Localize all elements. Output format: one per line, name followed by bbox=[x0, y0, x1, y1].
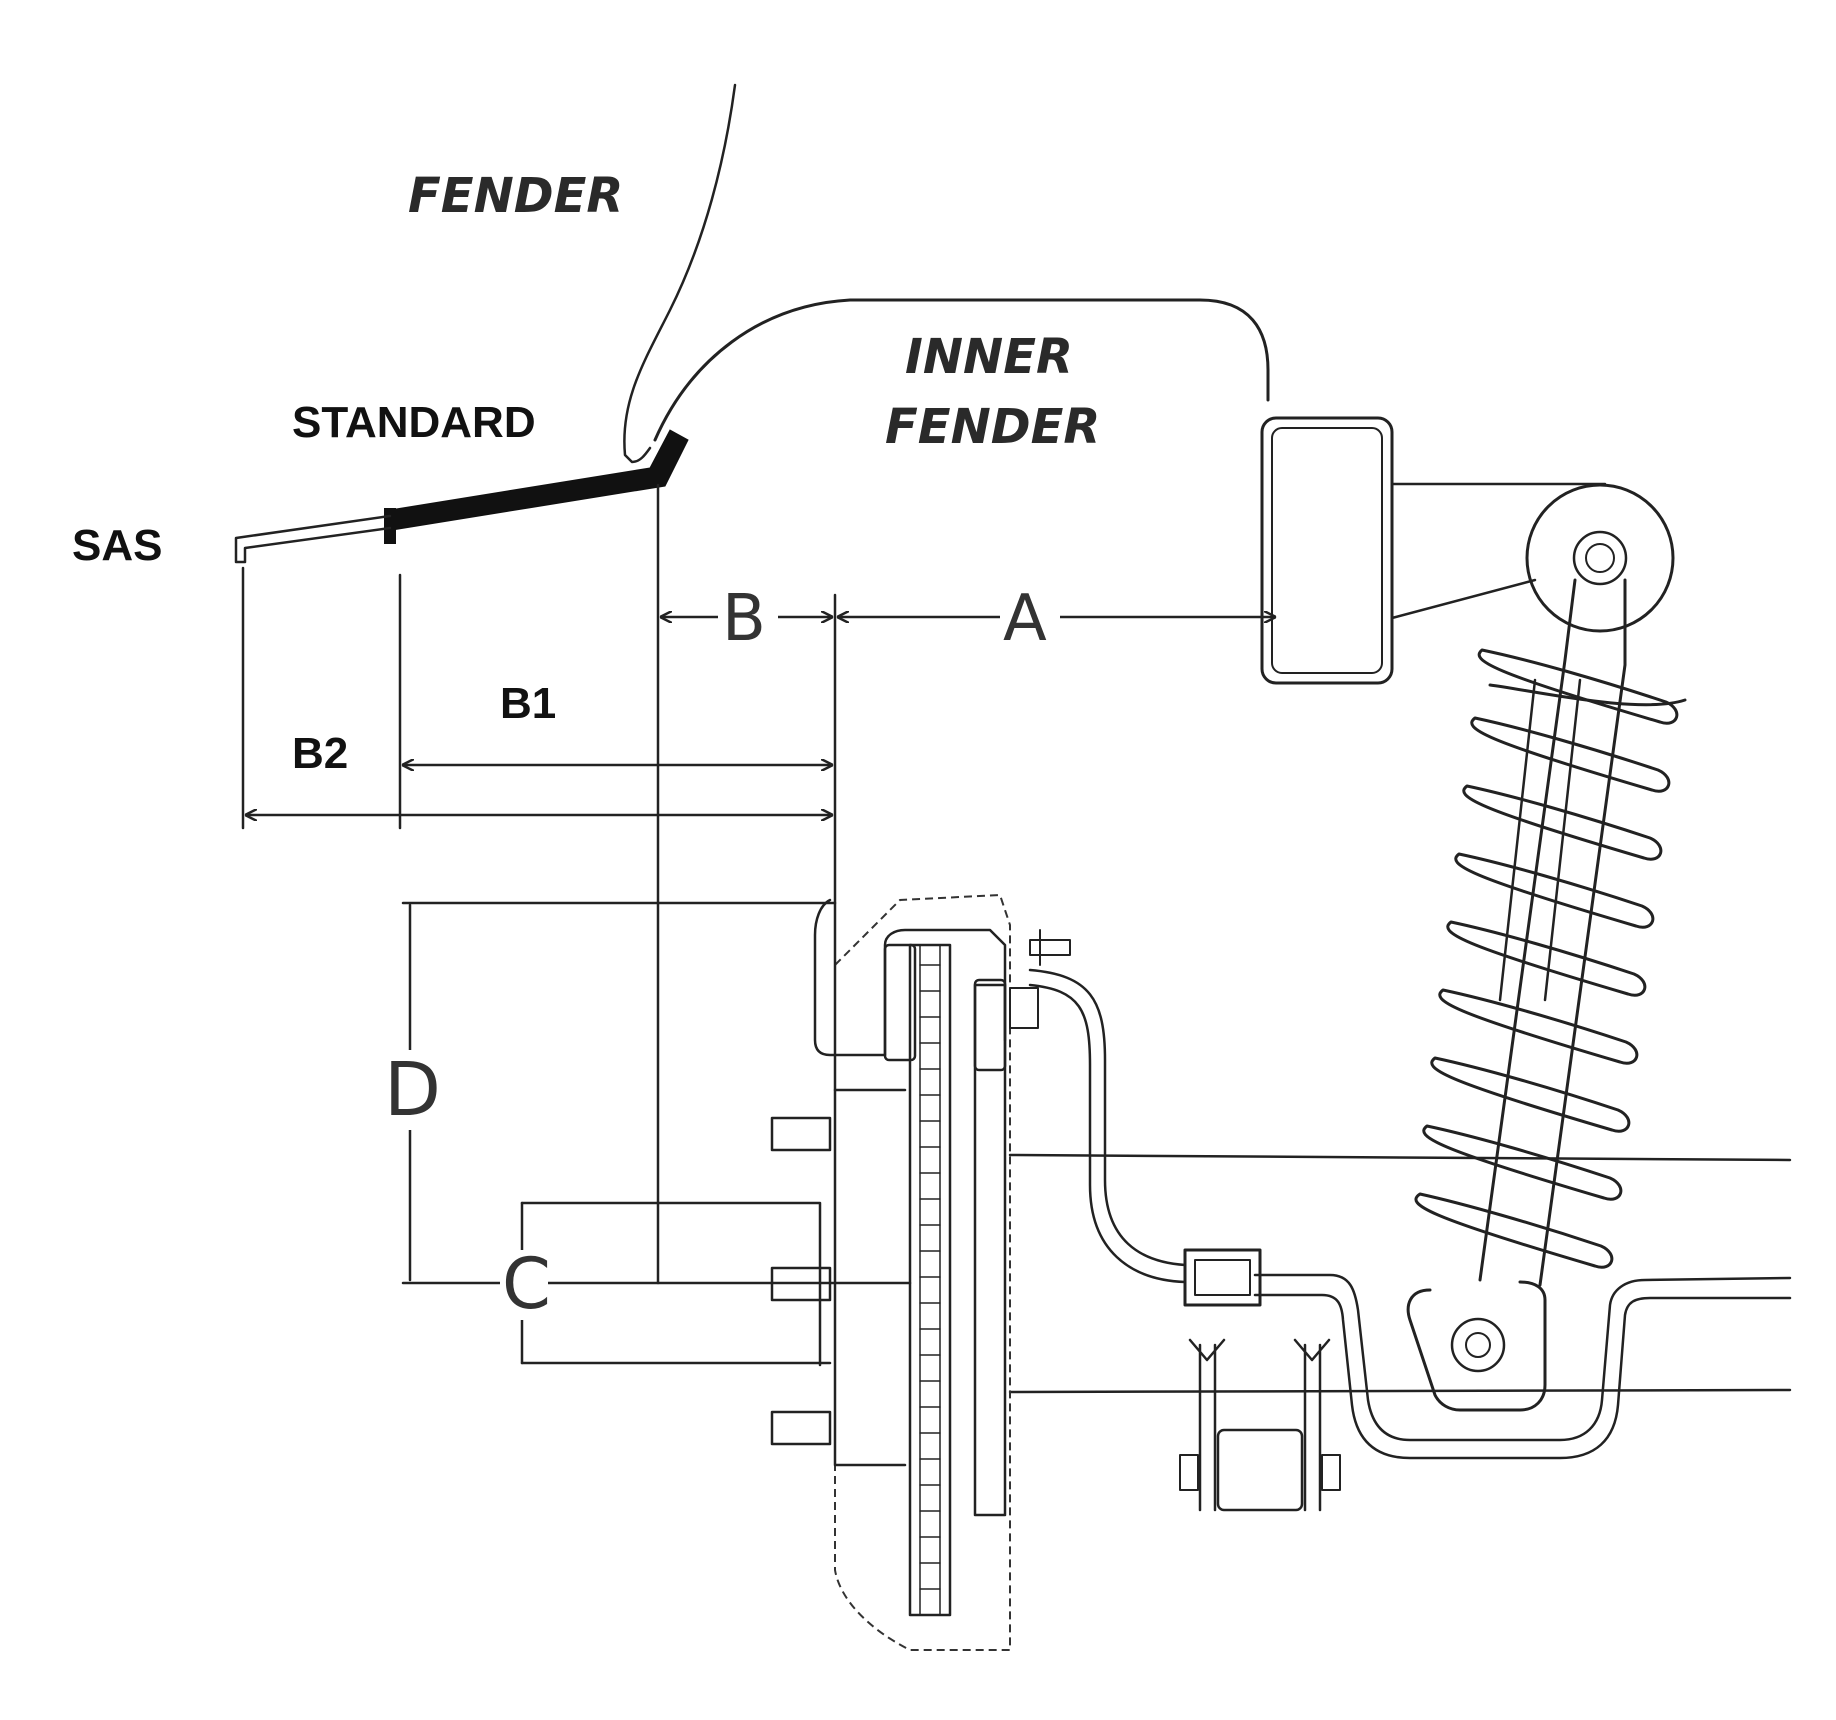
bracket-bolt-left bbox=[1179, 1454, 1199, 1491]
brake-pad-inner bbox=[973, 978, 1007, 1072]
hub-flange bbox=[973, 983, 1007, 1517]
caliper-fitting bbox=[1029, 929, 1071, 966]
fender-outline bbox=[623, 83, 737, 464]
caliper-dashed-outline bbox=[834, 893, 1011, 1651]
fender-label: FENDER bbox=[408, 168, 623, 224]
axle-tube-crossover bbox=[1253, 1273, 1792, 1460]
b1-label: B1 bbox=[500, 679, 556, 728]
dim-b-label: B bbox=[722, 582, 766, 656]
frame-rail-outer bbox=[1260, 416, 1394, 685]
caliper-bleeder bbox=[1009, 987, 1039, 1029]
abs-sensor-connector-inner bbox=[1194, 1259, 1251, 1296]
inner-fender-label-line1: INNER bbox=[905, 329, 1073, 385]
shock-bracket bbox=[1390, 482, 1607, 620]
brake-rotor bbox=[908, 943, 952, 1617]
frame-rail-inner bbox=[1271, 427, 1383, 674]
lower-shock-bolt bbox=[1465, 1332, 1491, 1358]
wheel-stud-bottom bbox=[770, 1410, 832, 1446]
dim-d-label: D bbox=[384, 1047, 441, 1133]
caliper-body bbox=[813, 898, 1007, 1057]
inner-fender-label-line2: FENDER bbox=[885, 399, 1100, 455]
axle-bracket bbox=[1188, 1338, 1331, 1512]
upper-shock-bolt bbox=[1585, 543, 1615, 573]
upper-shock-bushing bbox=[1572, 530, 1628, 586]
dim-a-label: A bbox=[1003, 582, 1047, 656]
abs-sensor-connector bbox=[1183, 1248, 1262, 1307]
axle-bracket-block bbox=[1216, 1428, 1304, 1512]
abs-sensor-cable bbox=[1028, 968, 1187, 1284]
brake-pad-outer bbox=[883, 943, 917, 1062]
upper-shock-mount bbox=[1525, 483, 1675, 633]
standard-flare-end bbox=[384, 508, 396, 544]
sas-label: SAS bbox=[72, 521, 162, 570]
lower-shock-mount bbox=[1406, 1280, 1547, 1412]
standard-label: STANDARD bbox=[292, 398, 536, 447]
coil-spring bbox=[1414, 648, 1687, 1269]
hub-face bbox=[833, 1088, 907, 1467]
inner-fender-outline bbox=[653, 298, 1270, 442]
bracket-bolt-right bbox=[1321, 1454, 1341, 1491]
dim-c-label: C bbox=[502, 1243, 551, 1325]
c-top-extension-line bbox=[520, 1201, 822, 1367]
lower-shock-bushing bbox=[1450, 1317, 1506, 1373]
sas-fender-flare bbox=[234, 514, 392, 564]
b2-label: B2 bbox=[292, 729, 348, 778]
wheel-stud-top bbox=[770, 1116, 832, 1152]
shock-body bbox=[1478, 578, 1627, 1287]
axle-tube bbox=[1008, 1153, 1792, 1394]
